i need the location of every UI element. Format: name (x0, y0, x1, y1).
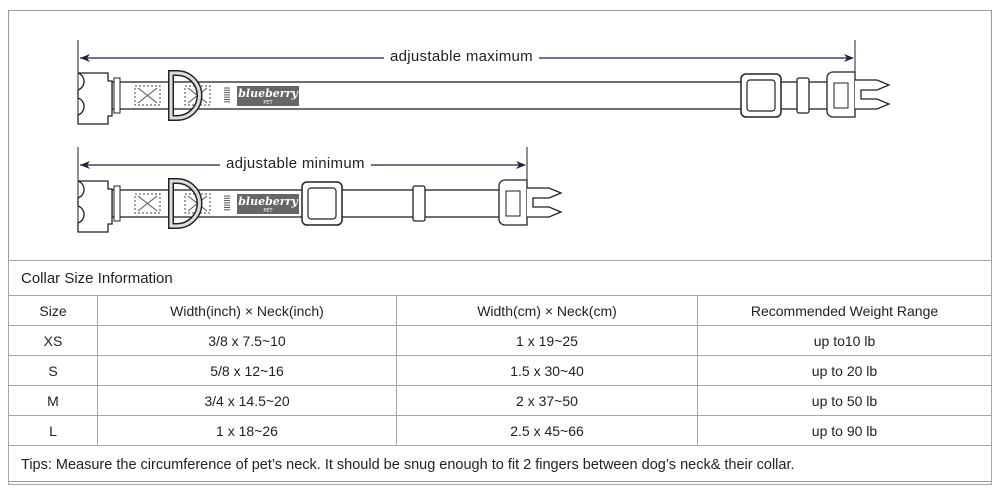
cell: 5/8 x 12~16 (97, 355, 397, 386)
cell: up to 20 lb (697, 355, 992, 386)
arrowhead-left-icon (80, 161, 90, 169)
brand-logo-sub: PET (263, 100, 273, 106)
buckle-prongs (527, 187, 563, 218)
slide-adjuster-inner (746, 79, 776, 112)
adjustable-maximum-label: adjustable maximum (384, 48, 539, 65)
cell: up to 50 lb (697, 385, 992, 416)
brand-tag (237, 86, 299, 106)
cell: M (8, 385, 98, 416)
stitch-cross (137, 195, 158, 212)
header-inch: Width(inch) × Neck(inch) (97, 295, 397, 326)
brand-logo: blueberry (238, 195, 299, 208)
strap-keeper (796, 77, 810, 114)
cell: S (8, 355, 98, 386)
cell: up to10 lb (697, 325, 992, 356)
buckle-slot (833, 82, 849, 109)
arrowhead-right-icon (844, 54, 854, 62)
adjustable-minimum-label: adjustable minimum (220, 155, 371, 172)
collar-strap (111, 81, 856, 110)
header-weight: Recommended Weight Range (697, 295, 992, 326)
table-title: Collar Size Information (8, 260, 992, 296)
buckle-prongs (855, 79, 891, 110)
cell: L (8, 415, 98, 446)
cell: 1.5 x 30~40 (396, 355, 698, 386)
slide-adjuster-inner (307, 187, 337, 220)
cell: 2.5 x 45~66 (396, 415, 698, 446)
cell: up to 90 lb (697, 415, 992, 446)
stitch-box (134, 85, 161, 106)
cell: 2 x 37~50 (396, 385, 698, 416)
buckle-bar (113, 185, 121, 222)
table-header-row: Size Width(inch) × Neck(inch) Width(cm) … (8, 295, 992, 326)
d-ring-inner (169, 71, 201, 120)
brand-logo-sub: PET (263, 208, 273, 214)
collar-size-table: Collar Size Information Size Width(inch)… (8, 260, 992, 485)
arrowhead-right-icon (516, 161, 526, 169)
tips-text: Tips: Measure the circumference of pet’s… (8, 445, 992, 485)
strap-keeper (412, 185, 426, 222)
side-release-buckle-female (77, 72, 113, 125)
buckle-bar (113, 77, 121, 114)
stitch-box (134, 193, 161, 214)
brand-logo: blueberry (238, 87, 299, 100)
arrowhead-left-icon (80, 54, 90, 62)
cell: 3/4 x 14.5~20 (97, 385, 397, 416)
cell: XS (8, 325, 98, 356)
cell: 1 x 19~25 (396, 325, 698, 356)
d-ring-inner (169, 179, 201, 228)
side-release-buckle-female (77, 180, 113, 233)
cell: 1 x 18~26 (97, 415, 397, 446)
cell: 3/8 x 7.5~10 (97, 325, 397, 356)
brand-tag (237, 194, 299, 214)
buckle-slot (505, 190, 521, 217)
header-cm: Width(cm) × Neck(cm) (396, 295, 698, 326)
header-size: Size (8, 295, 98, 326)
stitch-cross (137, 87, 158, 104)
